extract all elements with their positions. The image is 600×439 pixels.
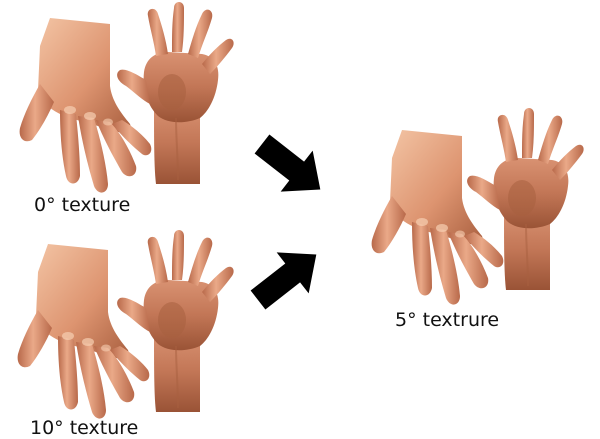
hands-10-degree-figure xyxy=(18,230,234,419)
hands-5-degree-figure xyxy=(372,108,584,305)
hands-0-degree-figure xyxy=(20,2,234,193)
caption-0-degree-texture: 0° texture xyxy=(34,196,130,215)
arrow-up-right-icon xyxy=(242,234,332,321)
caption-5-degree-texture: 5° textrure xyxy=(395,311,499,330)
caption-10-degree-texture: 10° texture xyxy=(30,419,138,438)
arrow-down-right-icon xyxy=(246,124,336,211)
